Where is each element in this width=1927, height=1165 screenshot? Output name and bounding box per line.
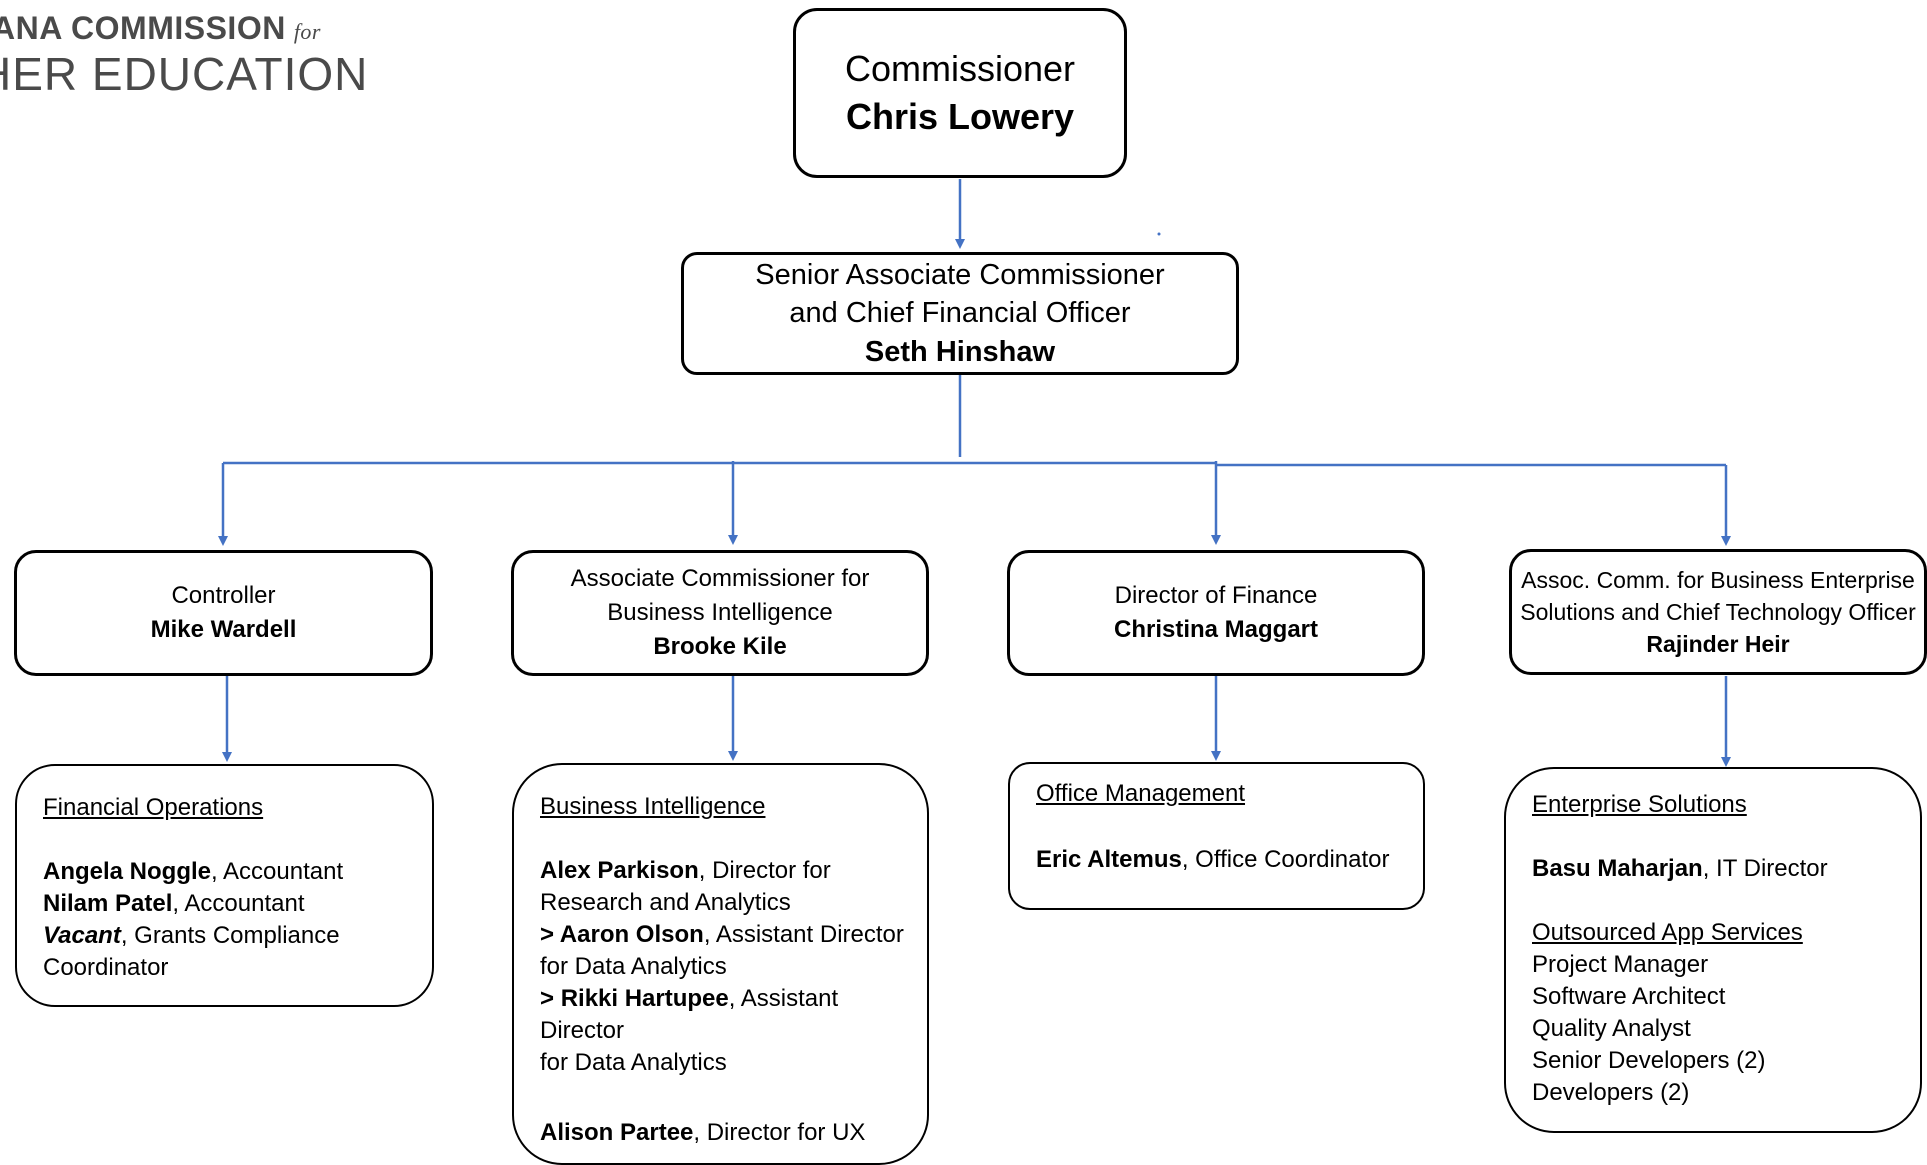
commission-logo: ANA COMMISSION for HER EDUCATION	[0, 8, 380, 96]
staff-role: , IT Director	[1702, 855, 1828, 882]
staff-name: Aaron Olson	[559, 921, 704, 948]
staff-entry: > Rikki Hartupee, Assistant Director	[540, 983, 927, 1047]
business-intelligence-heading: Business Intelligence	[540, 793, 766, 820]
assoc-bi-title-line1: Associate Commissioner for	[570, 565, 870, 592]
staff-name: Vacant	[43, 922, 121, 949]
sub-marker: >	[540, 921, 560, 948]
staff-entry: Basu Maharjan, IT Director	[1532, 853, 1920, 885]
finance-box: Director of Finance Christina Maggart	[1007, 550, 1425, 676]
office-management-box: Office Management Eric Altemus, Office C…	[1008, 762, 1425, 910]
staff-role: , Assistant Director	[540, 985, 839, 1044]
logo-for-text: for	[293, 19, 321, 44]
staff-role: , Assistant Director	[703, 921, 904, 948]
staff-entry: > Aaron Olson, Assistant Director	[540, 919, 927, 951]
controller-box: Controller Mike Wardell	[14, 550, 433, 676]
staff-role: , Office Coordinator	[1181, 846, 1390, 873]
senior-title-line1: Senior Associate Commissioner	[755, 258, 1165, 291]
staff-entry: Nilam Patel, Accountant	[43, 888, 432, 920]
cto-title-line2: Solutions and Chief Technology Officer	[1520, 599, 1916, 625]
staff-entry: Alex Parkison, Director for	[540, 855, 927, 887]
financial-operations-heading: Financial Operations	[43, 794, 264, 821]
staff-name: Angela Noggle	[43, 858, 212, 885]
enterprise-solutions-heading: Enterprise Solutions	[1532, 791, 1747, 818]
staff-entry: Eric Altemus, Office Coordinator	[1036, 844, 1423, 876]
list-item: Project Manager	[1532, 951, 1709, 978]
staff-role-continued: for Data Analytics	[540, 953, 727, 980]
staff-name: Eric Altemus	[1036, 846, 1182, 873]
list-item: Quality Analyst	[1532, 1015, 1691, 1042]
sub-marker: >	[540, 985, 561, 1012]
cto-box: Assoc. Comm. for Business Enterprise Sol…	[1509, 549, 1927, 675]
commissioner-name: Chris Lowery	[845, 96, 1075, 137]
staff-role-continued: Research and Analytics	[540, 889, 791, 916]
outsourced-services-heading: Outsourced App Services	[1532, 919, 1803, 946]
assoc-bi-title-line2: Business Intelligence	[607, 599, 833, 626]
finance-title: Director of Finance	[1114, 582, 1318, 609]
staff-entry: Angela Noggle, Accountant	[43, 856, 432, 888]
staff-name: Rikki Hartupee	[560, 985, 729, 1012]
list-item: Senior Developers (2)	[1532, 1047, 1766, 1074]
senior-title-line2: and Chief Financial Officer	[789, 296, 1131, 329]
staff-name: Alison Partee	[540, 1119, 694, 1146]
cto-title-line1: Assoc. Comm. for Business Enterprise	[1521, 567, 1915, 593]
staff-role: , Director for UX	[693, 1119, 866, 1146]
list-item: Software Architect	[1532, 983, 1726, 1010]
senior-name: Seth Hinshaw	[864, 335, 1056, 368]
commissioner-title: Commissioner	[844, 48, 1076, 89]
office-management-heading: Office Management	[1036, 780, 1246, 807]
staff-role: , Accountant	[211, 858, 344, 885]
business-intelligence-box: Business Intelligence Alex Parkison, Dir…	[512, 763, 929, 1165]
logo-line-1: ANA COMMISSION for	[0, 8, 380, 52]
cto-name: Rajinder Heir	[1646, 631, 1790, 657]
staff-entry: Vacant, Grants Compliance	[43, 920, 432, 952]
staff-name: Basu Maharjan	[1532, 855, 1703, 882]
financial-operations-box: Financial Operations Angela Noggle, Acco…	[15, 764, 434, 1007]
staff-role: , Director for	[698, 857, 831, 884]
staff-role: , Grants Compliance	[120, 922, 340, 949]
commissioner-box: Commissioner Chris Lowery	[793, 8, 1127, 178]
assoc-bi-box: Associate Commissioner for Business Inte…	[511, 550, 929, 676]
staff-entry: Alison Partee, Director for UX	[540, 1117, 927, 1149]
logo-line-2: HER EDUCATION	[0, 48, 369, 96]
list-item: Developers (2)	[1532, 1079, 1690, 1106]
controller-title: Controller	[171, 582, 276, 609]
senior-commissioner-box: Senior Associate Commissioner and Chief …	[681, 252, 1239, 375]
staff-role-continued: Coordinator	[43, 954, 169, 981]
staff-role: , Accountant	[172, 890, 305, 917]
staff-name: Nilam Patel	[43, 890, 173, 917]
assoc-bi-name: Brooke Kile	[653, 633, 787, 660]
logo-text-1: ANA COMMISSION	[0, 10, 286, 46]
staff-name: Alex Parkison	[540, 857, 699, 884]
controller-name: Mike Wardell	[150, 616, 297, 643]
staff-role-continued: for Data Analytics	[540, 1049, 727, 1076]
finance-name: Christina Maggart	[1113, 616, 1319, 643]
enterprise-solutions-box: Enterprise Solutions Basu Maharjan, IT D…	[1504, 767, 1922, 1133]
